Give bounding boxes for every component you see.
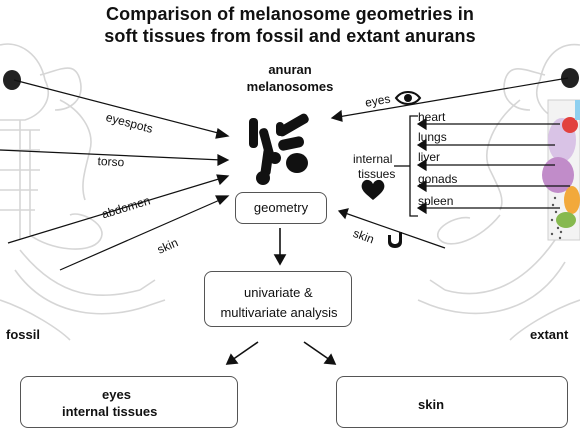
extant-arrows — [330, 77, 570, 249]
result-box-right — [336, 376, 568, 428]
internal-tissues-label-line-2: tissues — [358, 167, 396, 181]
result-box-left — [20, 376, 238, 428]
internal-tissues-bracket — [394, 115, 418, 217]
extant-label-liver: liver — [418, 150, 441, 164]
eye-icon — [394, 91, 422, 105]
skin-icon — [388, 232, 402, 248]
fossil-arrows — [0, 79, 230, 271]
title-line-1: Comparison of melanosome geometries in — [106, 4, 474, 24]
extant-label-heart: heart — [418, 110, 446, 124]
center-flow-arrows — [225, 228, 337, 365]
extant-label-spleen: spleen — [418, 194, 454, 208]
result-right-line-1: skin — [418, 397, 445, 412]
fossil-eye-spot — [3, 70, 21, 90]
result-left-line-1: eyes — [102, 387, 131, 402]
result-left-line-2: internal tissues — [62, 404, 158, 419]
fossil-label-torso: torso — [97, 154, 125, 170]
internal-tissues-label-line-1: internal — [353, 152, 393, 166]
geometry-label: geometry — [253, 200, 309, 215]
heart-icon — [361, 179, 385, 200]
extant-eye — [561, 68, 579, 88]
melanosomes-heading-line-1: anuran — [268, 62, 312, 77]
melanosome-shapes — [249, 113, 309, 185]
extant-label-lungs: lungs — [418, 130, 447, 144]
extant-frog-illustration — [417, 43, 580, 341]
analysis-box — [204, 271, 352, 327]
extant-organs-illustration — [542, 99, 580, 241]
melanosomes-heading-line-2: melanosomes — [246, 79, 334, 94]
analysis-label-line-1: univariate & — [244, 285, 313, 300]
geometry-box — [235, 192, 327, 224]
fossil-side-label: fossil — [6, 327, 40, 342]
extant-side-label: extant — [530, 327, 569, 342]
fossil-frog-illustration — [0, 43, 166, 341]
extant-label-gonads: gonads — [418, 172, 458, 186]
title-line-2: soft tissues from fossil and extant anur… — [104, 26, 476, 46]
analysis-label-line-2: multivariate analysis — [220, 305, 338, 320]
